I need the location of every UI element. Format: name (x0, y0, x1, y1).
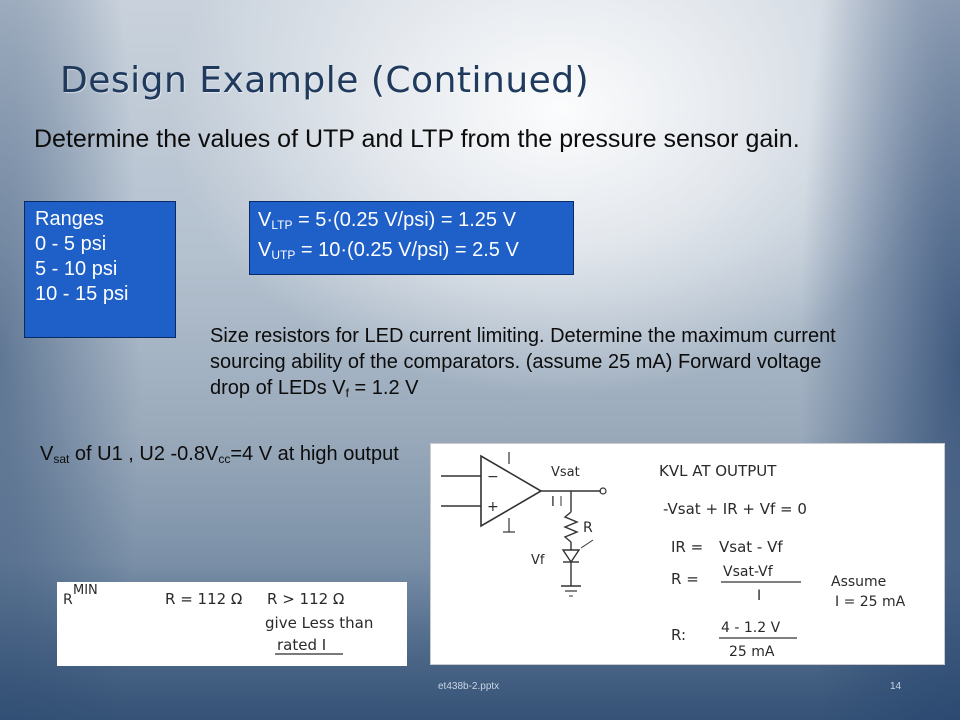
footer-filename: et438b-2.pptx (438, 681, 500, 692)
range-item: 0 - 5 psi (35, 233, 107, 255)
eq4-lhs: R: (671, 626, 686, 644)
eq4-denominator: 25 mA (729, 644, 775, 660)
utp-equation: VUTP = 10·(0.25 V/psi) = 2.5 V (258, 238, 565, 268)
plus-label: + (487, 499, 499, 515)
kvl-equation-1: -Vsat + IR + Vf = 0 (663, 500, 807, 518)
utp-expression: = 10·(0.25 V/psi) = 2.5 V (295, 239, 519, 261)
note-r-label: R (63, 592, 73, 608)
eq2-lhs: IR = (671, 538, 703, 556)
intro-text: Determine the values of UTP and LTP from… (34, 125, 800, 153)
assume-value: I = 25 mA (835, 594, 906, 610)
vf-label: Vf (531, 553, 545, 568)
note-line2: rated I (277, 636, 326, 654)
eq3-lhs: R = (671, 570, 699, 588)
ranges-box: Ranges 0 - 5 psi 5 - 10 psi 10 - 15 psi (24, 201, 176, 338)
slide-title: Design Example (Continued) (60, 60, 590, 101)
vf-value: = 1.2 V (348, 377, 419, 399)
eq4-numerator: 4 - 1.2 V (721, 620, 781, 636)
opamp-symbol (480, 454, 543, 528)
led-symbol (561, 549, 581, 564)
vsat-middle: of U1 , U2 -0.8V (69, 443, 219, 465)
range-item: 5 - 10 psi (35, 258, 118, 280)
circuit-drawing-image: − + Vsat I R Vf KVL AT OUTPUT -Vsat + IR… (430, 443, 945, 665)
ltp-subscript: LTP (271, 218, 293, 232)
kvl-title: KVL AT OUTPUT (659, 462, 777, 480)
resistor-text-main: Size resistors for LED current limiting.… (210, 325, 836, 399)
current-label: I (551, 495, 555, 510)
eq3-denominator: I (757, 588, 761, 604)
resistor-symbol (563, 511, 579, 543)
ltp-equation: VLTP = 5·(0.25 V/psi) = 1.25 V (258, 208, 565, 238)
vsat-symbol: V (40, 443, 54, 465)
vsat-subscript: sat (53, 452, 70, 466)
vsat-label: Vsat (551, 465, 580, 480)
led-light-arrow (580, 539, 594, 549)
note-line1: give Less than (265, 614, 373, 632)
circuit-schematic: − + Vsat I R Vf KVL AT OUTPUT -Vsat + IR… (441, 452, 906, 660)
vf-symbol: V (332, 377, 346, 399)
handwritten-note-drawing: R MIN R = 112 Ω R > 112 Ω give Less than… (63, 583, 373, 655)
vsat-text: Vsat of U1 , U2 -0.8Vcc=4 V at high outp… (40, 441, 410, 472)
output-terminal (599, 487, 607, 495)
ltp-expression: = 5·(0.25 V/psi) = 1.25 V (292, 209, 516, 231)
note-r-greater: R > 112 Ω (267, 590, 344, 608)
minus-label: − (487, 469, 499, 485)
ranges-heading: Ranges (35, 208, 104, 230)
resistor-label: R (583, 520, 593, 536)
threshold-voltages-box: VLTP = 5·(0.25 V/psi) = 1.25 V VUTP = 10… (249, 201, 574, 275)
range-item: 10 - 15 psi (35, 283, 129, 305)
vf-subscript: f (345, 386, 349, 400)
utp-subscript: UTP (271, 248, 296, 262)
eq3-numerator: Vsat-Vf (723, 564, 774, 580)
ltp-symbol: V (258, 209, 272, 231)
vsat-tail: =4 V at high output (230, 443, 399, 465)
note-min-label: MIN (73, 583, 98, 598)
eq2-rhs: Vsat - Vf (719, 538, 783, 556)
vcc-subscript: cc (218, 452, 231, 466)
note-r-equals: R = 112 Ω (165, 590, 242, 608)
utp-symbol: V (258, 239, 272, 261)
assume-label: Assume (831, 574, 886, 590)
footer-page-number: 14 (890, 681, 902, 692)
handwritten-note-image: R MIN R = 112 Ω R > 112 Ω give Less than… (57, 582, 407, 666)
resistor-sizing-text: Size resistors for LED current limiting.… (210, 323, 850, 406)
